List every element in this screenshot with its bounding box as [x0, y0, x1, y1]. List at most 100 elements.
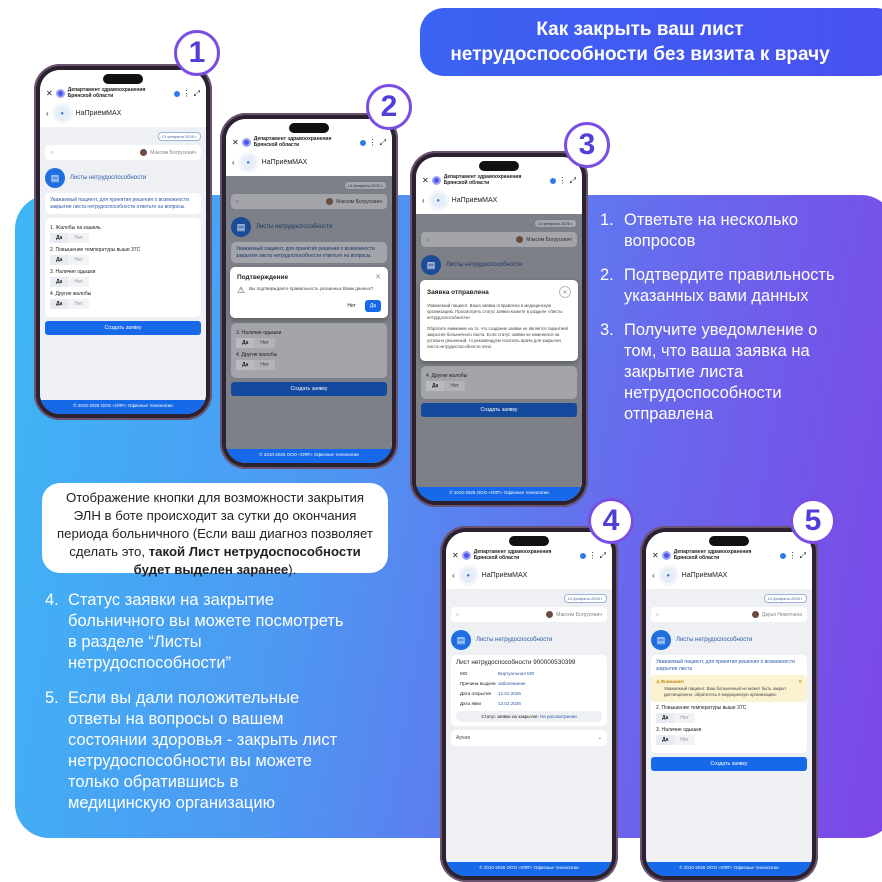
close-icon[interactable]: ✕ [798, 679, 802, 684]
expand-icon[interactable]: ⤢ [799, 550, 806, 560]
close-icon[interactable]: ✕ [46, 89, 53, 98]
sick-leave-title: Лист нетрудоспособности 900000530399 [456, 659, 576, 666]
user-card[interactable]: ○Максим Богрусевич [231, 194, 387, 209]
yes-button[interactable]: Да [50, 233, 69, 243]
step-number: 2. [600, 266, 614, 284]
bell-icon[interactable]: ○ [236, 198, 240, 205]
warning-title: ⚠ Внимание! [656, 679, 684, 684]
back-icon[interactable]: ‹ [652, 571, 655, 580]
expand-icon[interactable]: ⤢ [569, 175, 576, 185]
bot-avatar: ● [430, 193, 446, 208]
create-request-button[interactable]: Создать заявку [421, 403, 577, 417]
user-card[interactable]: ○Максим Богрусевич [451, 607, 607, 622]
org-title: Департамент здравоохранения Брянской обл… [67, 87, 146, 99]
bell-icon[interactable]: ○ [456, 611, 460, 618]
close-icon[interactable]: ✕ [422, 176, 429, 185]
yes-button[interactable]: Да [50, 255, 69, 265]
create-request-button[interactable]: Создать заявку [651, 757, 807, 771]
yes-button[interactable]: Да [236, 338, 255, 348]
org-title: Департамент здравоохранения Брянской обл… [443, 174, 522, 186]
yes-button[interactable]: Да [50, 299, 69, 309]
yes-button[interactable]: Да [656, 735, 675, 745]
bell-icon[interactable]: ○ [426, 236, 430, 243]
yes-button[interactable]: Да [236, 360, 255, 370]
no-button[interactable]: Нет [674, 735, 695, 745]
camera-notch [509, 536, 549, 546]
no-button[interactable]: Нет [68, 233, 89, 243]
copyright-footer: © 2010-2026 ООО «ОФТ» Офисные технологии [446, 862, 612, 876]
question-label: 4. Другие жалобы [50, 291, 92, 297]
section-header[interactable]: ▤Листы нетрудоспособности [421, 255, 577, 275]
create-request-button[interactable]: Создать заявку [45, 321, 201, 335]
expand-icon[interactable]: ⤢ [193, 88, 200, 98]
no-button[interactable]: Нет [254, 360, 275, 370]
bell-icon[interactable]: ○ [656, 611, 660, 618]
no-button[interactable]: Нет [674, 713, 695, 723]
expand-icon[interactable]: ⤢ [379, 137, 386, 147]
document-icon: ▤ [45, 168, 65, 188]
no-button[interactable]: Нет [347, 303, 356, 309]
yes-button[interactable]: Да [656, 713, 675, 723]
user-avatar [546, 611, 554, 618]
back-icon[interactable]: ‹ [46, 109, 49, 118]
no-button[interactable]: Нет [444, 381, 465, 391]
more-icon[interactable]: ⋮ [368, 138, 377, 147]
step-item: 3.Получите уведомление о том, что ваша з… [600, 320, 850, 425]
yes-button[interactable]: Да [426, 381, 445, 391]
no-button[interactable]: Нет [68, 299, 89, 309]
info-box: Отображение кнопки для возможности закры… [42, 483, 388, 577]
date-chip: 13 февраля 2026 г. [563, 594, 607, 603]
camera-notch [709, 536, 749, 546]
steps-list-right: 1.Ответьте на несколько вопросов 2.Подтв… [600, 210, 850, 438]
section-header[interactable]: ▤Листы нетрудоспособности [231, 217, 387, 237]
bell-icon[interactable]: ○ [50, 149, 54, 156]
org-logo-icon [431, 176, 441, 185]
no-button[interactable]: Нет [68, 255, 89, 265]
yes-button[interactable]: Да [50, 277, 69, 287]
section-title: Листы нетрудоспособности [476, 637, 553, 643]
close-icon[interactable]: ✕ [232, 138, 239, 147]
step-badge-5: 5 [790, 498, 836, 544]
chat-body: 13 февраля 2026 г.○Дарья Никитовна▤Листы… [646, 589, 812, 862]
intro-card: Уважаемый пациент, для принятия решения … [45, 193, 201, 214]
user-avatar [516, 236, 524, 243]
dialog-message: ⚠Вы подтверждаете правильность указанных… [237, 286, 381, 295]
step-number: 1. [600, 211, 614, 229]
more-icon[interactable]: ⋮ [788, 551, 797, 560]
close-icon[interactable]: ✕ [652, 551, 659, 560]
close-icon[interactable]: ✕ [559, 286, 571, 298]
create-request-button[interactable]: Создать заявку [231, 382, 387, 396]
question-label: 4. Другие жалобы [236, 352, 278, 358]
intro-text: Уважаемый пациент, для принятия решения … [50, 197, 189, 210]
more-icon[interactable]: ⋮ [588, 551, 597, 560]
section-header[interactable]: ▤Листы нетрудоспособности [451, 630, 607, 650]
more-icon[interactable]: ⋮ [558, 176, 567, 185]
detail-value: заболевание [498, 681, 526, 686]
no-button[interactable]: Нет [254, 338, 275, 348]
archive-accordion[interactable]: Архив⌄ [451, 730, 607, 746]
user-card[interactable]: ○Дарья Никитовна [651, 607, 807, 622]
expand-icon[interactable]: ⤢ [599, 550, 606, 560]
yes-button[interactable]: Да [364, 300, 381, 312]
phone-screen-2: ✕Департамент здравоохранения Брянской об… [220, 113, 398, 469]
bot-avatar: ● [660, 568, 676, 583]
section-header[interactable]: ▤Листы нетрудоспособности [45, 168, 201, 188]
close-icon[interactable]: ✕ [452, 551, 459, 560]
no-button[interactable]: Нет [68, 277, 89, 287]
more-icon[interactable]: ⋮ [182, 89, 191, 98]
dialog-header: Подтверждение✕ [237, 273, 381, 282]
back-icon[interactable]: ‹ [422, 196, 425, 205]
close-icon[interactable]: ✕ [375, 274, 381, 281]
section-header[interactable]: ▤Листы нетрудоспособности [651, 630, 807, 650]
step-item: 4.Статус заявки на закрытие больничного … [45, 590, 345, 674]
user-card[interactable]: ○Максим Богрусевич [421, 232, 577, 247]
back-icon[interactable]: ‹ [452, 571, 455, 580]
user-card[interactable]: ○Максим Богрусевич [45, 145, 201, 160]
step-badge-2: 2 [366, 84, 412, 130]
title-line-2: нетрудоспособности без визита к врачу [450, 44, 830, 65]
back-icon[interactable]: ‹ [232, 158, 235, 167]
